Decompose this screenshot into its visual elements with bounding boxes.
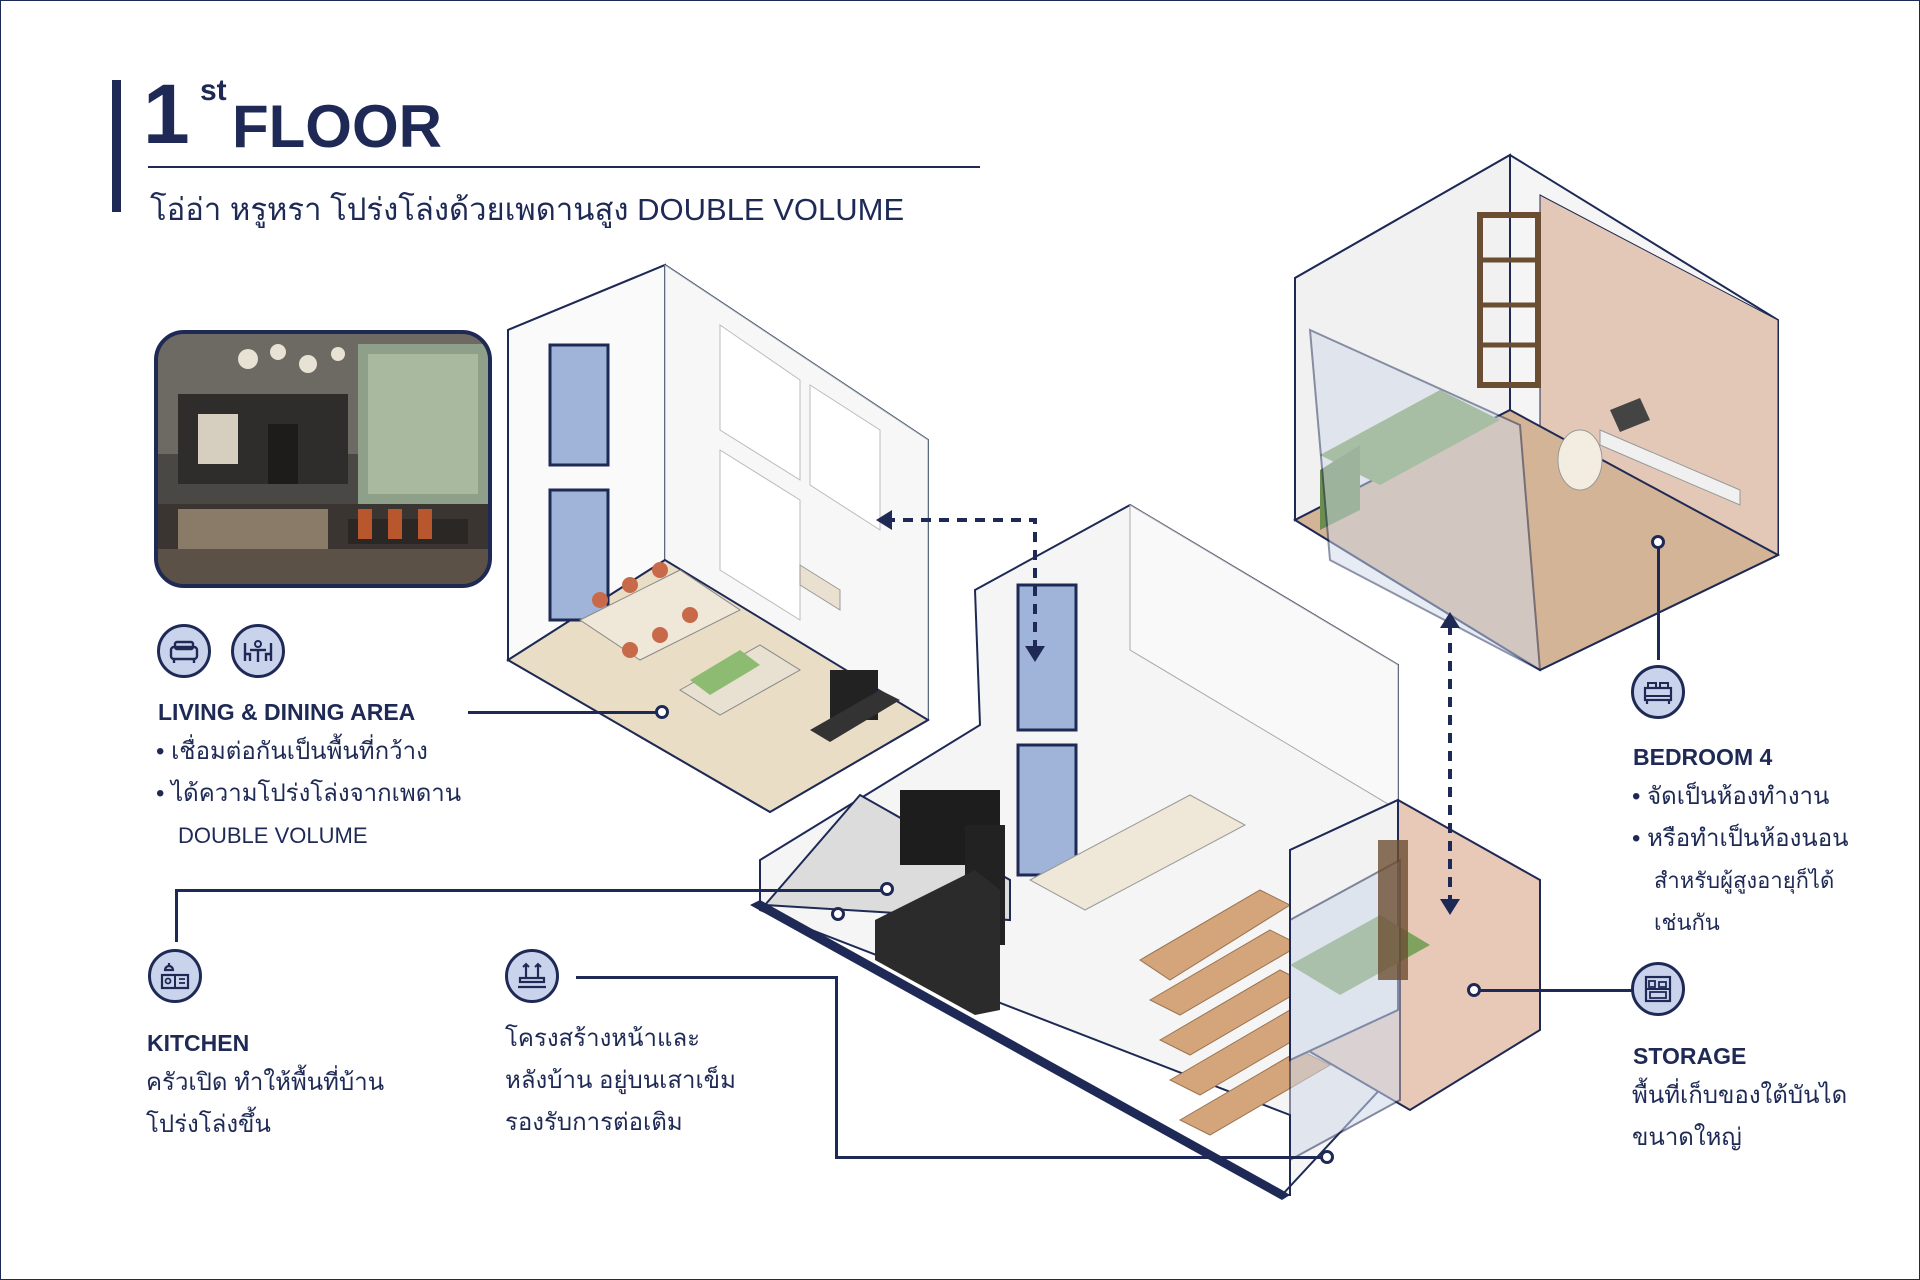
structure-line-1: โครงสร้างหน้าและ	[505, 1025, 701, 1052]
bedroom-leader-dot	[1651, 535, 1665, 549]
living-leader-dot	[655, 705, 669, 719]
kitchen-line-1: ครัวเปิด ทำให้พื้นที่บ้าน	[146, 1069, 385, 1096]
storage-description: พื้นที่เก็บของใต้บันได ขนาดใหญ่	[1632, 1075, 1847, 1159]
kitchen-title: KITCHEN	[147, 1030, 250, 1056]
living-room-photo	[154, 330, 492, 588]
floor-number: 1	[143, 67, 190, 161]
floor-number-suffix: st	[200, 74, 227, 107]
pile-foundation-icon	[505, 949, 559, 1003]
storage-leader-line	[1478, 989, 1633, 992]
bed-icon	[1631, 665, 1685, 719]
kitchen-leader-line-h	[175, 889, 885, 892]
living-room-photo-illustration	[158, 334, 488, 584]
arrow-head-left	[876, 510, 892, 530]
storage-title: STORAGE	[1633, 1043, 1747, 1069]
storage-shelf-icon	[1631, 962, 1685, 1016]
page-subtitle: โอ่อ่า หรูหรา โปร่งโล่งด้วยเพดานสูง DOUB…	[150, 192, 905, 227]
structure-line-2: หลังบ้าน อยู่บนเสาเข็ม	[505, 1067, 736, 1094]
structure-leader-line-v	[835, 976, 838, 1159]
kitchen-leader-dot	[880, 882, 894, 896]
main-house-module	[750, 503, 1541, 1200]
living-dining-title: LIVING & DINING AREA	[158, 699, 416, 725]
arrow-head-up	[1440, 612, 1460, 628]
bedroom-line-3: สำหรับผู้สูงอายุก็ได้	[1654, 868, 1835, 893]
structure-leader-dot-front	[831, 907, 845, 921]
bedroom-line-4: เช่นกัน	[1654, 910, 1720, 935]
kitchen-leader-line-v	[175, 889, 178, 942]
structure-line-3: รองรับการต่อเติม	[505, 1109, 683, 1136]
structure-leader-dot-rear	[1320, 1150, 1334, 1164]
title-divider	[148, 166, 980, 168]
sofa-icon	[157, 624, 211, 678]
floor-title: FLOOR	[232, 93, 442, 160]
arrow-head-down-2	[1440, 899, 1460, 915]
title-accent-bar	[112, 80, 121, 212]
dashed-connector-living	[885, 518, 1037, 650]
arrow-head-down	[1025, 646, 1045, 662]
kitchen-line-2: โปร่งโล่งขึ้น	[146, 1111, 271, 1138]
structure-leader-line-h1	[576, 976, 838, 979]
structure-leader-line-h2	[835, 1156, 1325, 1159]
living-leader-line	[468, 711, 658, 714]
dining-table-icon	[231, 624, 285, 678]
bedroom-description: • จัดเป็นห้องทำงาน • หรือทำเป็นห้องนอน ส…	[1632, 776, 1849, 944]
living-line-extra: DOUBLE VOLUME	[178, 823, 368, 848]
kitchen-icon	[148, 949, 202, 1003]
structure-description: โครงสร้างหน้าและ หลังบ้าน อยู่บนเสาเข็ม …	[505, 1018, 736, 1144]
storage-line-2: ขนาดใหญ่	[1632, 1124, 1742, 1151]
living-line-2: • ได้ความโปร่งโล่งจากเพดาน	[156, 780, 462, 807]
bedroom-module	[1292, 153, 1781, 672]
bedroom-title: BEDROOM 4	[1633, 744, 1773, 770]
storage-line-1: พื้นที่เก็บของใต้บันได	[1632, 1082, 1848, 1109]
living-dining-module	[506, 263, 930, 814]
kitchen-description: ครัวเปิด ทำให้พื้นที่บ้าน โปร่งโล่งขึ้น	[146, 1062, 384, 1146]
bedroom-line-1: • จัดเป็นห้องทำงาน	[1632, 783, 1830, 810]
bedroom-line-2: • หรือทำเป็นห้องนอน	[1632, 825, 1849, 852]
living-dining-description: • เชื่อมต่อกันเป็นพื้นที่กว้าง • ได้ความ…	[156, 731, 461, 857]
living-line-1: • เชื่อมต่อกันเป็นพื้นที่กว้าง	[156, 738, 428, 765]
bedroom-leader-line	[1657, 540, 1660, 660]
